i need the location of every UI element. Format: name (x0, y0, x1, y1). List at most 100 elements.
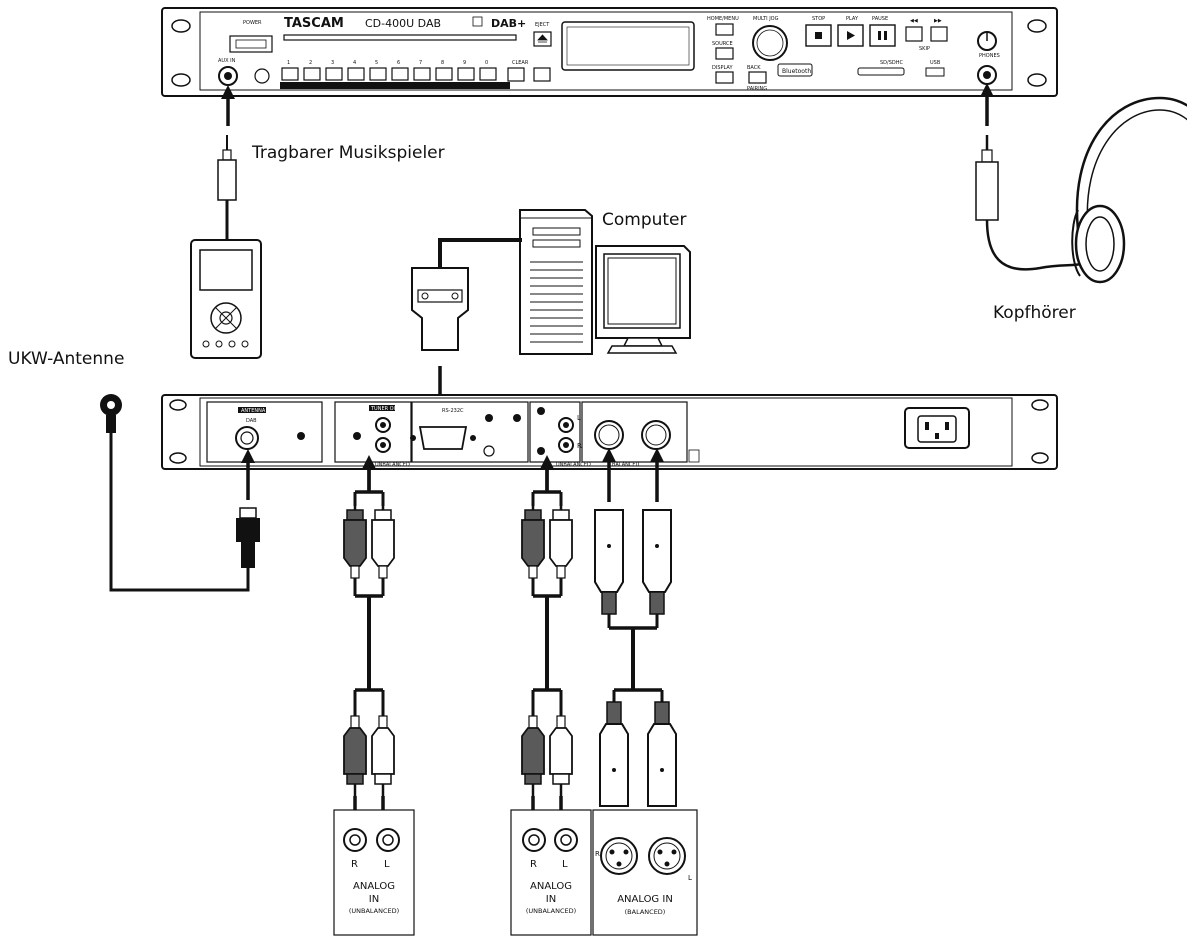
skip-back-icon: ◀◀ (910, 18, 918, 24)
computer-label: Computer (602, 210, 687, 230)
display-button[interactable] (715, 71, 734, 84)
screw-icon (513, 414, 521, 422)
pause-label: PAUSE (872, 16, 888, 22)
xlr-sub: (BALANCED) (625, 908, 666, 916)
rca-strain-relief (350, 565, 360, 579)
rca-plug-body (549, 727, 573, 775)
home-menu-label: HOME/MENU (707, 16, 739, 22)
sd-card-slot[interactable] (857, 67, 905, 76)
rack-hole-icon (1031, 399, 1049, 411)
stop-label: STOP (812, 16, 825, 22)
rca-plug-body (549, 519, 573, 567)
serial-cable (438, 238, 522, 268)
preset-number-label: 2 (309, 60, 312, 66)
xlr-plug-body (599, 723, 629, 807)
preset-number-label: 3 (331, 60, 334, 66)
input-r-jack[interactable] (343, 828, 367, 852)
preset-number-label: 4 (353, 60, 356, 66)
fm-antenna-label: UKW-Antenne (8, 349, 124, 369)
preset-button[interactable] (479, 67, 497, 81)
rack-hole-icon (1027, 19, 1047, 33)
rca-collar (552, 773, 570, 785)
preset-button[interactable] (413, 67, 431, 81)
skip-back-button[interactable] (905, 26, 923, 42)
rca-strain-relief (528, 715, 538, 729)
rca-collar (524, 773, 542, 785)
xlr-latch-icon (607, 544, 611, 548)
input-l-jack[interactable] (376, 828, 400, 852)
serial-connector-icon (411, 267, 469, 351)
rca-plug-body (521, 727, 545, 775)
pause-button[interactable] (869, 24, 896, 47)
rca-strain-relief (378, 565, 388, 579)
pause-icon (878, 31, 881, 40)
preset-number-label: 9 (463, 60, 466, 66)
rack-hole-icon (171, 19, 191, 33)
pairing-label: PAIRING (747, 86, 767, 92)
model-name: CD-400U DAB (365, 17, 441, 30)
tuner-out-label: TUNER OUT (370, 406, 401, 412)
input-r-jack[interactable] (522, 828, 546, 852)
disc-slot (283, 34, 517, 41)
screw-icon (485, 414, 493, 422)
rca-strain-relief (556, 715, 566, 729)
antenna-label: ANTENNA (241, 408, 266, 414)
analog-in-unbalanced-right: R L ANALOG IN (UNBALANCED) (510, 809, 592, 936)
preset-button[interactable] (347, 67, 365, 81)
preset-button[interactable] (303, 67, 321, 81)
jack-l-label: L (384, 859, 390, 870)
preset-button[interactable] (281, 67, 299, 81)
clear-button[interactable] (507, 67, 525, 82)
rs232c-port[interactable] (418, 426, 468, 450)
preset-button[interactable] (391, 67, 409, 81)
phones-label: PHONES (979, 53, 1000, 59)
screw-icon (537, 447, 545, 455)
skip-label: SKIP (919, 46, 930, 52)
repeat-button[interactable] (533, 67, 551, 82)
brand-logo: TASCAM (284, 16, 344, 31)
rear-panel: ANTENNA DAB TUNER OUT UNBALANCED RS-232C… (161, 394, 1058, 470)
screw-icon (297, 432, 305, 440)
power-label: POWER (243, 20, 262, 26)
jack-title: ANALOG (530, 881, 572, 892)
rack-hole-icon (171, 73, 191, 87)
jack-title2: IN (369, 894, 379, 905)
portable-player-label: Tragbarer Musikspieler (251, 143, 445, 163)
xlr-boot (649, 591, 665, 615)
preset-number-label: 1 (287, 60, 290, 66)
rca-collar (346, 509, 364, 521)
jack-sub: (UNBALANCED) (526, 907, 576, 915)
front-panel: POWER TASCAM CD-400U DAB DAB+ EJECT HOME… (161, 7, 1058, 97)
display-label: DISPLAY (712, 65, 733, 71)
eject-label: EJECT (535, 22, 550, 28)
back-button[interactable] (748, 71, 767, 84)
preset-button[interactable] (457, 67, 475, 81)
rca-collar (374, 773, 392, 785)
source-button[interactable] (715, 47, 734, 60)
antenna-jack[interactable] (235, 426, 259, 450)
display-screen (561, 21, 695, 71)
jack-r-label: R (351, 859, 358, 870)
xlr-r-label: R (595, 850, 600, 858)
multi-jog-dial[interactable] (752, 25, 788, 61)
tuner-unbalanced-label: UNBALANCED (375, 462, 410, 468)
preset-button[interactable] (369, 67, 387, 81)
preset-number-label: 5 (375, 60, 378, 66)
antenna-plug (236, 507, 260, 568)
headphones-icon (1071, 96, 1187, 284)
home-menu-button[interactable] (715, 23, 734, 36)
preset-button[interactable] (325, 67, 343, 81)
preset-button[interactable] (435, 67, 453, 81)
usb-port[interactable] (925, 67, 945, 77)
rca-collar (374, 509, 392, 521)
play-icon (847, 31, 855, 40)
preset-number-label: 8 (441, 60, 444, 66)
stop-icon (815, 32, 822, 39)
input-l-jack[interactable] (554, 828, 578, 852)
skip-forward-button[interactable] (930, 26, 948, 42)
jack-sub: (UNBALANCED) (349, 907, 399, 915)
rca-strain-relief (350, 715, 360, 729)
xlr-latch-icon (655, 544, 659, 548)
computer-tower-icon (519, 209, 593, 355)
